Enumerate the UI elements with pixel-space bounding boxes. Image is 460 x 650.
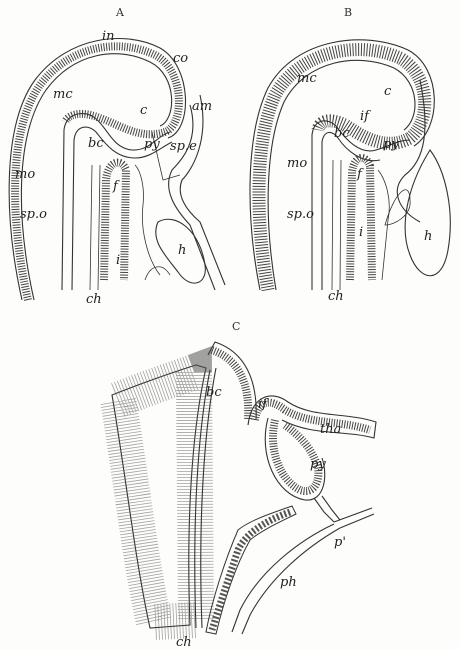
panel-b-gut-line: [378, 170, 389, 280]
panel-a-notochord: [90, 165, 100, 290]
label-a-h: h: [178, 243, 186, 258]
label-a-co: co: [173, 51, 188, 66]
label-b-i: i: [359, 225, 363, 240]
panel-b-brain-wall: [259, 50, 425, 290]
label-a-c: c: [140, 103, 148, 118]
label-c-ch: ch: [176, 635, 192, 650]
label-b-spo: sp.o: [287, 207, 314, 222]
panel-b-outer-line: [250, 40, 434, 290]
panel-a-brain-wall: [15, 46, 179, 300]
panel-a-heart-fold: [145, 267, 170, 280]
label-a-am: am: [192, 99, 212, 114]
panel-a-outer-line: [9, 39, 185, 300]
label-b-ch: ch: [328, 289, 344, 304]
panel-b-notochord: [332, 160, 341, 290]
panel-a-gut-line: [135, 165, 160, 275]
label-c-bc: bc: [206, 385, 222, 400]
label-b-mc: mc: [297, 71, 317, 86]
label-a-i: i: [116, 253, 120, 268]
label-c-pprime: p': [334, 535, 346, 550]
panel-c: C bc if tha py p' ph ch: [112, 320, 376, 650]
label-a-py: py: [144, 137, 160, 152]
label-b-f: f: [356, 167, 364, 182]
label-a-mc: mc: [53, 87, 73, 102]
label-a-spo: sp.o: [20, 207, 47, 222]
label-a-mo: mo: [15, 167, 35, 182]
panel-b-title: B: [344, 6, 352, 19]
label-a-f: f: [112, 179, 120, 194]
label-c-if: if: [258, 397, 269, 412]
panel-b: B mc c if bc py mo f sp.o i h ch: [250, 6, 450, 304]
panel-c-p-branch: [334, 508, 374, 528]
label-a-spe: sp.e: [170, 139, 197, 154]
panel-a-title: A: [115, 6, 125, 19]
label-c-py: py: [310, 457, 326, 472]
label-c-tha: tha: [320, 422, 341, 437]
panel-c-title: C: [232, 320, 240, 333]
panel-a: A in co mc c am bc py sp.e mo f sp.o i h…: [9, 6, 225, 307]
label-a-bc: bc: [88, 136, 104, 151]
panel-b-inner-line: [268, 60, 415, 290]
panel-c-hatching: [118, 372, 196, 622]
label-b-h: h: [424, 229, 432, 244]
label-a-in: in: [102, 29, 115, 44]
label-b-c: c: [384, 84, 392, 99]
label-b-bc: bc: [334, 126, 350, 141]
label-b-if: if: [360, 109, 371, 124]
panel-a-inner-line: [21, 54, 171, 300]
label-c-ph: ph: [280, 575, 297, 590]
label-b-mo: mo: [287, 156, 307, 171]
panel-c-stalk: [314, 496, 340, 522]
label-a-ch: ch: [86, 292, 102, 307]
label-b-py: py: [383, 137, 399, 152]
panel-c-pituitary: [273, 420, 318, 491]
panel-b-amnion: [397, 80, 425, 222]
